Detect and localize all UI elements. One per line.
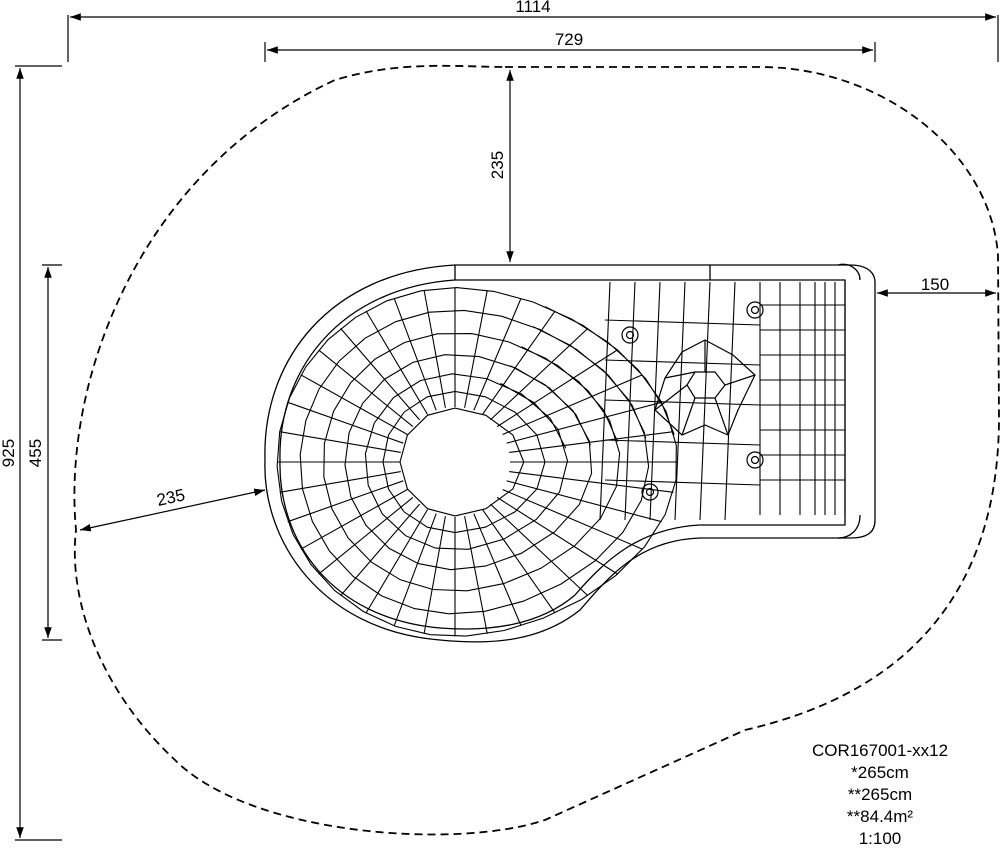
drawing-scale: 1:100	[858, 829, 902, 848]
dim-top-clearance: 235	[488, 151, 507, 179]
dim-overall-width: 1114	[515, 0, 550, 16]
structure-outline	[264, 263, 876, 643]
platform-grid	[599, 281, 846, 521]
product-info-block: COR167001-xx12 *265cm **265cm **84.4m² 1…	[760, 740, 1000, 850]
height-primary: *265cm	[851, 763, 909, 782]
product-code: COR167001-xx12	[811, 741, 949, 760]
dim-structure-height: 455	[26, 439, 45, 467]
web-net-grid	[276, 287, 678, 637]
height-secondary: **265cm	[847, 785, 913, 804]
star-net	[654, 339, 756, 436]
posts	[621, 301, 764, 501]
dim-left-clearance: 235	[155, 485, 187, 509]
dim-right-clearance: 150	[921, 275, 949, 294]
safety-area: **84.4m²	[846, 807, 914, 826]
safety-zone-outline	[73, 64, 1000, 836]
dimension-lines	[15, 13, 999, 841]
dim-inner-width: 729	[555, 30, 583, 49]
dim-overall-height: 925	[0, 439, 18, 467]
